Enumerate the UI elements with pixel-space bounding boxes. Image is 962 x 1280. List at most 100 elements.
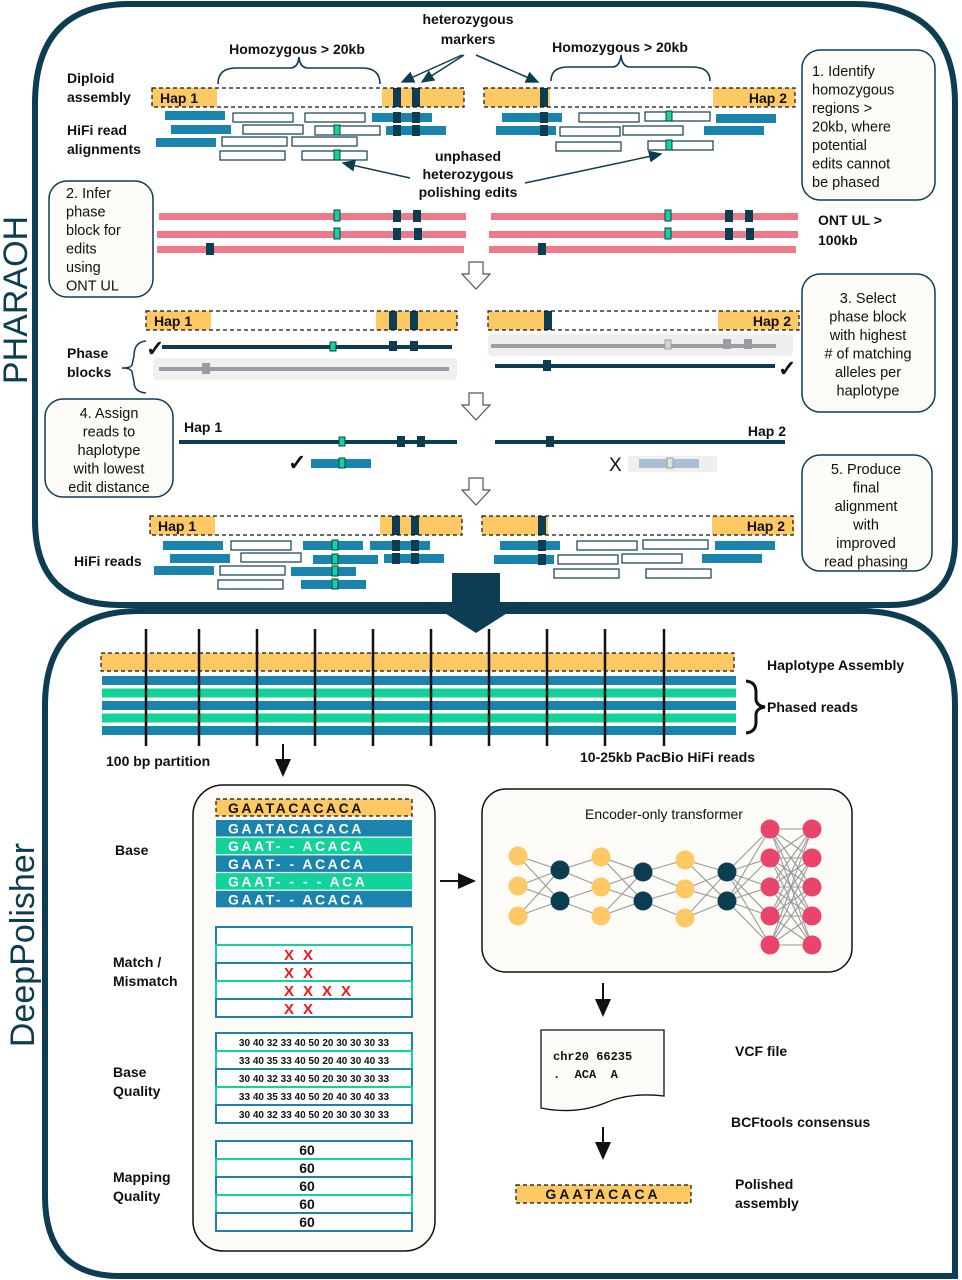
nn-node bbox=[508, 846, 528, 866]
nn-edge bbox=[726, 857, 771, 902]
pacbio-label: 10-25kb PacBio HiFi reads bbox=[580, 749, 755, 765]
step-1-line: edits cannot bbox=[812, 157, 890, 173]
hap-bar-outline bbox=[487, 310, 800, 331]
mismatch-tensor-row bbox=[215, 980, 413, 1000]
step-3-line: alleles per bbox=[835, 365, 901, 381]
polishing-edit bbox=[331, 565, 339, 577]
het-marker bbox=[206, 243, 214, 255]
unphased-read bbox=[314, 125, 381, 136]
ont-read bbox=[157, 246, 464, 253]
het-marker bbox=[389, 341, 397, 351]
phased-read-bar bbox=[102, 726, 736, 735]
mismatch-x-icon: X bbox=[341, 983, 351, 1000]
hap-label: Hap 1 bbox=[154, 313, 192, 329]
unphased-read bbox=[578, 112, 640, 123]
het-marker bbox=[725, 210, 733, 222]
homozygous-right-label: Homozygous > 20kb bbox=[552, 39, 688, 55]
unphased-label-2: heterozygous bbox=[422, 166, 513, 182]
unphased-read bbox=[217, 579, 284, 590]
partition-reads bbox=[100, 629, 736, 746]
base-quality-label-2: Quality bbox=[113, 1083, 161, 1099]
base-row-bg bbox=[216, 890, 412, 908]
het-marker bbox=[413, 210, 421, 222]
step-2-line: using bbox=[66, 260, 101, 276]
nn-node bbox=[717, 862, 737, 882]
het-marker bbox=[410, 341, 418, 351]
step-3-line: # of matching bbox=[824, 347, 911, 363]
hifi-read bbox=[716, 114, 776, 123]
unphased-read bbox=[240, 552, 302, 563]
nn-node bbox=[802, 877, 822, 897]
hap2-line bbox=[495, 440, 785, 444]
step-1-line: regions > bbox=[812, 101, 872, 117]
polishing-edit bbox=[333, 149, 341, 161]
hap-yellow-region bbox=[488, 311, 552, 330]
nn-node bbox=[760, 819, 780, 839]
het-marker bbox=[538, 554, 546, 565]
unphased-read bbox=[642, 539, 709, 550]
reference-bar bbox=[216, 799, 412, 816]
hap1-line-label: Hap 1 bbox=[184, 419, 222, 435]
nn-node bbox=[760, 935, 780, 955]
unphased-read bbox=[644, 111, 711, 122]
unphased-read bbox=[622, 125, 684, 136]
haplotype-assembly-bar bbox=[101, 653, 734, 671]
nn-edge bbox=[517, 869, 561, 917]
phase-block-rejected bbox=[491, 344, 776, 348]
polished-seq: GAATACACA bbox=[545, 1186, 660, 1202]
hifi-align-label-1: HiFi read bbox=[67, 122, 127, 138]
polishing-edit bbox=[333, 227, 341, 240]
het-marker bbox=[392, 553, 400, 564]
phase-block-selected bbox=[495, 364, 775, 368]
hap1-line bbox=[179, 440, 457, 444]
nn-node bbox=[633, 862, 653, 882]
unphased-read bbox=[232, 112, 294, 123]
nn-node bbox=[802, 935, 822, 955]
het-marker bbox=[412, 112, 420, 123]
base-row-seq: GAAT- - - - ACA bbox=[228, 874, 367, 890]
mismatch-label-1: Match / bbox=[113, 954, 161, 970]
step-1-line: potential bbox=[812, 138, 867, 154]
ont-read bbox=[159, 213, 466, 220]
nn-node bbox=[591, 877, 611, 897]
nn-node bbox=[591, 906, 611, 926]
grey-marker bbox=[744, 339, 752, 349]
mapping-quality-value: 60 bbox=[299, 1178, 315, 1194]
step-4-line: reads to bbox=[83, 425, 135, 441]
step-5-line: with bbox=[852, 518, 879, 534]
unphased-read bbox=[291, 136, 358, 147]
phase-blocks-label-2: blocks bbox=[67, 364, 112, 380]
base-quality-values: 33 40 35 33 40 50 20 40 30 40 33 bbox=[239, 1092, 390, 1103]
hap-bar-outline bbox=[149, 515, 463, 536]
het-marker bbox=[393, 228, 401, 240]
step-box-frame bbox=[48, 180, 154, 298]
mapping-quality-value: 60 bbox=[299, 1196, 315, 1212]
ont-reads bbox=[157, 209, 798, 255]
nn-edge bbox=[769, 828, 813, 946]
arrow-marker-1 bbox=[400, 54, 463, 83]
hap-yellow-region bbox=[482, 516, 548, 535]
diploid-label-2: assembly bbox=[67, 89, 131, 105]
base-row-bg bbox=[216, 837, 412, 855]
base-quality-tensor: 30 40 32 33 40 50 20 30 30 30 33 33 40 35… bbox=[215, 1032, 413, 1124]
arrow-edit-2 bbox=[524, 150, 663, 184]
hifi-read bbox=[170, 554, 230, 563]
nn-node bbox=[760, 848, 780, 868]
base-row-seq: GAAT- - ACACA bbox=[228, 838, 366, 854]
het-marker bbox=[414, 228, 422, 240]
nn-edge bbox=[726, 828, 771, 873]
base-quality-values: 30 40 32 33 40 50 20 30 30 30 33 bbox=[239, 1074, 390, 1085]
unphased-read bbox=[219, 150, 286, 161]
het-marker bbox=[538, 243, 546, 255]
polishing-edit bbox=[338, 457, 346, 469]
polishing-edit bbox=[333, 124, 341, 136]
unphased-read bbox=[621, 553, 683, 564]
hifi-read bbox=[702, 554, 762, 563]
unphased-read bbox=[555, 141, 622, 152]
phase-blocks-label-1: Phase bbox=[67, 345, 108, 361]
unphased-read bbox=[645, 568, 712, 579]
step-5-line: read phasing bbox=[824, 555, 908, 571]
hap-yellow-region bbox=[380, 516, 462, 535]
